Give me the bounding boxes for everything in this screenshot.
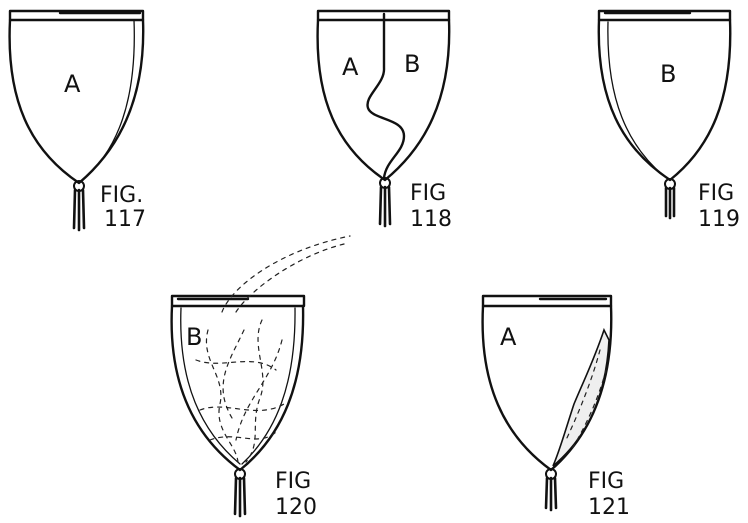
divider-seam bbox=[367, 14, 404, 178]
figure-caption-number: 117 bbox=[104, 207, 146, 232]
bag-outline bbox=[599, 11, 730, 180]
figure-118: A B FIG 118 bbox=[318, 11, 452, 232]
bag-outline bbox=[318, 11, 450, 180]
figure-caption-word: FIG bbox=[588, 469, 624, 494]
part-label: B bbox=[660, 60, 676, 88]
figure-caption-number: 121 bbox=[588, 495, 630, 520]
part-label-left: A bbox=[342, 53, 359, 81]
figure-caption-word: FIG bbox=[410, 181, 446, 206]
figure-caption-word: FIG. bbox=[100, 183, 143, 208]
tassel bbox=[665, 179, 675, 218]
figure-caption-word: FIG bbox=[698, 181, 734, 206]
tassel bbox=[380, 178, 390, 226]
figure-caption-number: 118 bbox=[410, 207, 452, 232]
figure-caption-number: 120 bbox=[275, 495, 317, 520]
part-label: A bbox=[64, 70, 81, 98]
part-label-right: B bbox=[404, 50, 420, 78]
figure-121: A FIG 121 bbox=[483, 296, 630, 520]
tassel bbox=[74, 181, 84, 230]
figure-caption-word: FIG bbox=[275, 469, 311, 494]
tassel bbox=[546, 469, 556, 510]
tassel bbox=[235, 469, 245, 516]
figure-caption-number: 119 bbox=[698, 207, 740, 232]
stuffed-section bbox=[553, 330, 609, 466]
part-label: B bbox=[186, 323, 202, 351]
figure-120: B FIG 120 bbox=[172, 236, 350, 520]
figure-119: B FIG 119 bbox=[599, 11, 740, 232]
stuffing-strands bbox=[196, 236, 350, 462]
part-label: A bbox=[500, 323, 517, 351]
figure-117: A FIG. 117 bbox=[10, 11, 146, 232]
